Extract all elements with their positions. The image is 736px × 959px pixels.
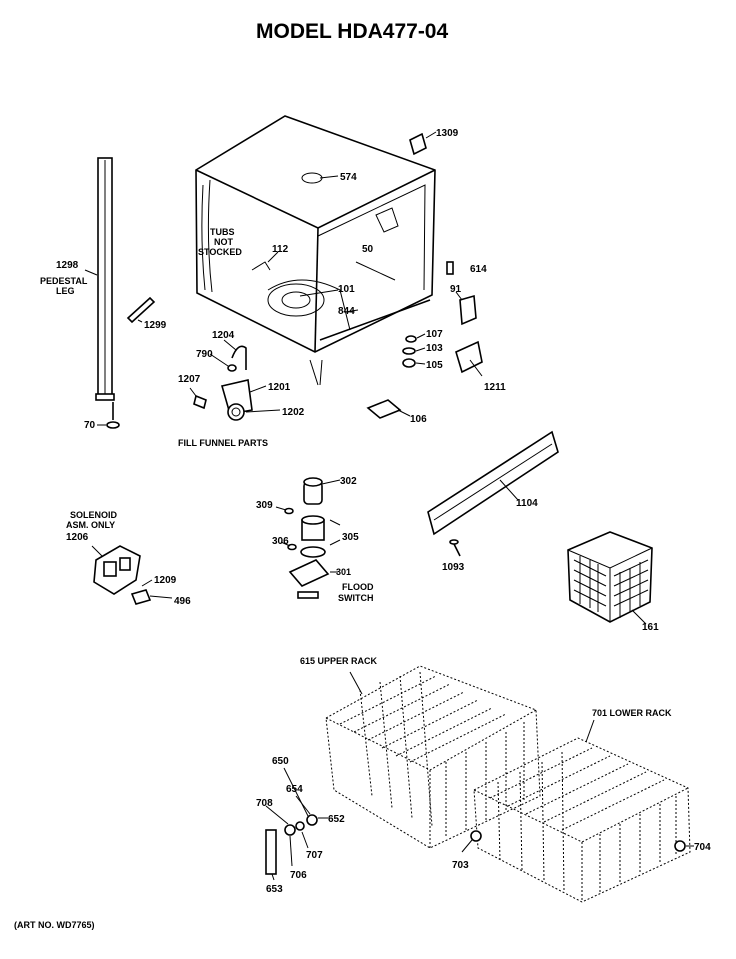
label-pedestal-1: PEDESTAL <box>40 276 88 286</box>
label-70: 70 <box>84 420 96 431</box>
label-309: 309 <box>256 500 273 511</box>
part-614-clip <box>446 261 454 275</box>
label-302: 302 <box>340 476 357 487</box>
label-652: 652 <box>328 814 345 825</box>
label-107: 107 <box>426 329 443 340</box>
label-305: 305 <box>342 532 359 543</box>
part-106-plate <box>366 399 411 419</box>
label-708: 708 <box>256 798 273 809</box>
label-1211: 1211 <box>484 382 506 393</box>
upper-rack <box>325 665 541 849</box>
label-pedestal-2: LEG <box>56 286 75 296</box>
parts-107-103-105 <box>402 333 426 368</box>
label-flood-2: SWITCH <box>338 593 374 603</box>
label-1299: 1299 <box>144 320 167 331</box>
label-706: 706 <box>290 870 307 881</box>
label-161: 161 <box>642 622 659 633</box>
solenoid-assembly <box>91 545 173 605</box>
model-title: MODEL HDA477-04 <box>256 20 448 43</box>
label-1209: 1209 <box>154 575 177 586</box>
label-1201: 1201 <box>268 382 291 393</box>
label-654: 654 <box>286 784 303 795</box>
label-upper-rack: 615 UPPER RACK <box>300 656 378 666</box>
art-number: (ART NO. WD7765) <box>14 920 95 930</box>
fill-funnel-parts <box>189 339 281 421</box>
label-1298: 1298 <box>56 260 79 271</box>
part-1299-screw <box>126 296 156 324</box>
label-lower-rack: 701 LOWER RACK <box>592 708 672 718</box>
label-1104: 1104 <box>516 498 538 509</box>
rack-wheel-parts <box>265 767 328 881</box>
label-112: 112 <box>272 244 289 255</box>
label-101: 101 <box>338 284 355 295</box>
flood-switch-parts <box>275 477 341 599</box>
label-103: 103 <box>426 343 443 354</box>
label-301: 301 <box>336 567 351 577</box>
label-solenoid-2: ASM. ONLY <box>66 520 115 530</box>
label-50: 50 <box>362 244 374 255</box>
label-tubs-3: STOCKED <box>198 247 242 257</box>
label-1309: 1309 <box>436 128 459 139</box>
label-703: 703 <box>452 860 469 871</box>
label-707: 707 <box>306 850 323 861</box>
label-790: 790 <box>196 349 213 360</box>
label-tubs-1: TUBS <box>210 227 235 237</box>
label-704: 704 <box>694 842 711 853</box>
label-496: 496 <box>174 596 191 607</box>
label-105: 105 <box>426 360 443 371</box>
part-1211-bracket <box>455 340 483 377</box>
label-1206: 1206 <box>66 532 89 543</box>
part-1104-rail <box>427 430 559 536</box>
part-91-bracket <box>455 291 477 326</box>
label-574: 574 <box>340 172 357 183</box>
part-161-basket <box>567 531 653 625</box>
label-1207: 1207 <box>178 374 201 385</box>
label-1093: 1093 <box>442 562 465 573</box>
label-1202: 1202 <box>282 407 305 418</box>
label-fill-funnel: FILL FUNNEL PARTS <box>178 438 268 448</box>
label-tubs-2: NOT <box>214 237 234 247</box>
pedestal-leg <box>84 157 120 429</box>
part-1309-bracket <box>409 131 437 156</box>
label-653: 653 <box>266 884 283 895</box>
label-844: 844 <box>338 306 355 317</box>
lower-rack <box>461 719 694 903</box>
tub-drawing <box>195 115 436 386</box>
label-650: 650 <box>272 756 289 767</box>
label-91: 91 <box>450 284 462 295</box>
label-1204: 1204 <box>212 330 235 341</box>
part-1093-screw <box>449 539 461 557</box>
label-306: 306 <box>272 536 289 547</box>
label-106: 106 <box>410 414 427 425</box>
label-solenoid-1: SOLENOID <box>70 510 118 520</box>
label-614: 614 <box>470 264 487 275</box>
label-flood-1: FLOOD <box>342 582 374 592</box>
